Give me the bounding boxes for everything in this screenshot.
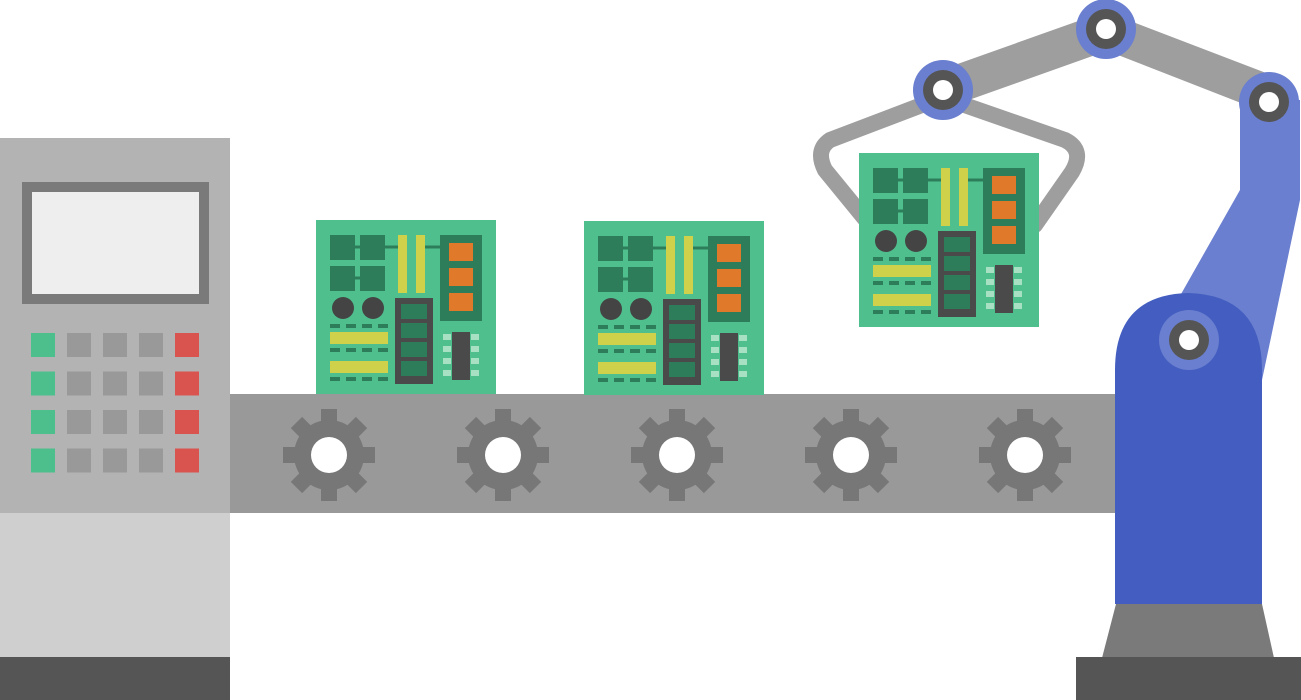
keypad-key-gray bbox=[67, 333, 91, 357]
robot-arm-icon bbox=[813, 0, 1301, 700]
circuit-board-icon bbox=[859, 153, 1039, 327]
arm-base bbox=[1102, 604, 1274, 658]
keypad-key-gray bbox=[67, 410, 91, 434]
gear-icon bbox=[805, 409, 897, 501]
keypad-key-red bbox=[175, 333, 199, 357]
screen bbox=[32, 192, 199, 294]
keypad-key-gray bbox=[103, 448, 127, 473]
arm-link-right bbox=[1100, 14, 1274, 112]
keypad-key-red bbox=[175, 448, 199, 473]
machine-lower-cabinet bbox=[0, 513, 230, 658]
circuit-board-icon bbox=[316, 220, 496, 394]
circuit-board-icon bbox=[584, 221, 764, 395]
control-panel-icon bbox=[0, 138, 230, 700]
machine-base bbox=[0, 657, 230, 700]
keypad-key-gray bbox=[139, 371, 163, 396]
keypad-key-gray bbox=[67, 448, 91, 473]
keypad-key-green bbox=[31, 371, 55, 396]
keypad-key-gray bbox=[103, 371, 127, 396]
keypad-key-gray bbox=[67, 371, 91, 396]
gear-icon bbox=[631, 409, 723, 501]
keypad-key-gray bbox=[139, 410, 163, 434]
arm-joint-elbow bbox=[1159, 310, 1219, 370]
keypad-key-red bbox=[175, 371, 199, 396]
keypad-key-green bbox=[31, 410, 55, 434]
keypad-key-gray bbox=[103, 333, 127, 357]
arm-link-upper bbox=[935, 14, 1115, 106]
keypad-key-red bbox=[175, 410, 199, 434]
keypad-key-gray bbox=[139, 448, 163, 473]
keypad-key-gray bbox=[139, 333, 163, 357]
keypad bbox=[31, 333, 199, 473]
arm-foot bbox=[1076, 657, 1301, 700]
arm-joint-top bbox=[1076, 0, 1136, 59]
keypad-key-gray bbox=[103, 410, 127, 434]
gear-icon bbox=[283, 409, 375, 501]
keypad-key-green bbox=[31, 333, 55, 357]
gear-icon bbox=[979, 409, 1071, 501]
gear-icon bbox=[457, 409, 549, 501]
keypad-key-green bbox=[31, 448, 55, 473]
arm-joint-shoulder bbox=[1239, 72, 1299, 132]
arm-joint-gripper bbox=[913, 60, 973, 120]
gripper-claw bbox=[813, 92, 1086, 233]
arm-body bbox=[1115, 293, 1262, 604]
